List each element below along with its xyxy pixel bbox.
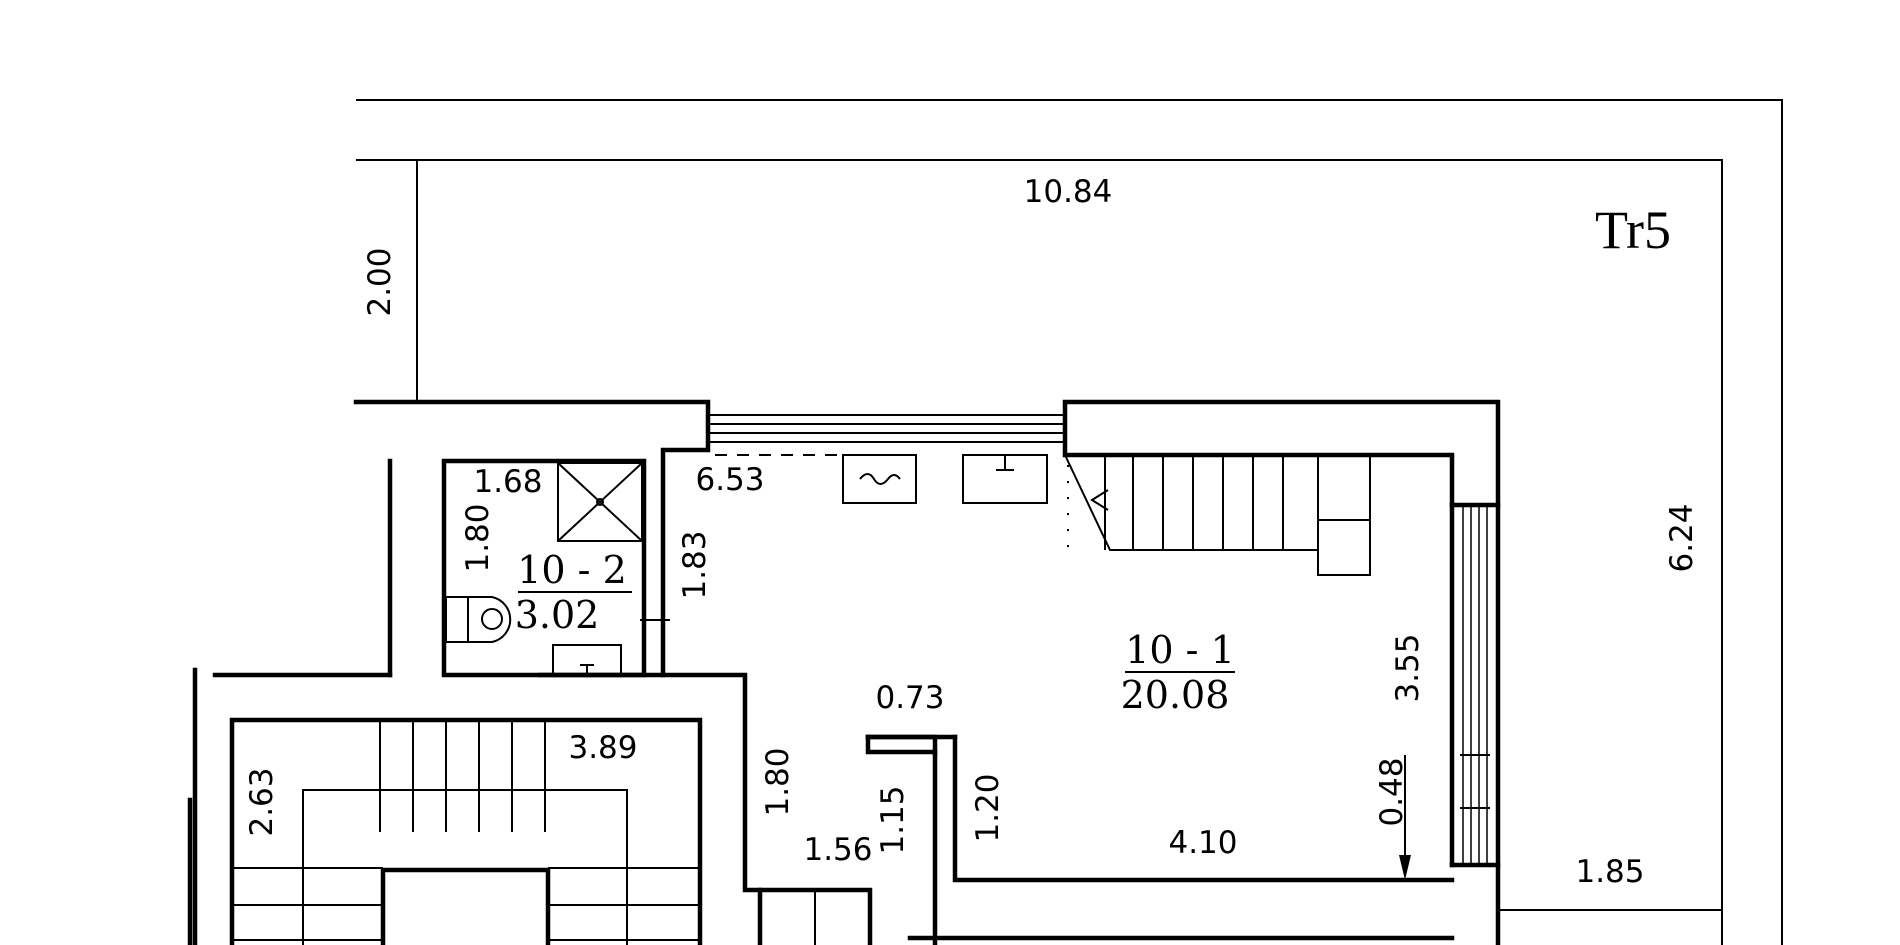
dim-corridor-length: 1.20 <box>970 773 1006 842</box>
dim-stair-height: 2.63 <box>244 767 280 836</box>
dim-top-width: 10.84 <box>1024 174 1113 210</box>
dim-right-depth: 6.24 <box>1664 503 1700 572</box>
dim-bath-height: 1.80 <box>460 503 496 572</box>
dim-main-room-width: 6.53 <box>695 462 764 498</box>
stove-icon <box>842 454 917 504</box>
level-arrow <box>1399 755 1411 880</box>
dim-bath-width: 1.68 <box>473 464 542 500</box>
dimension-labels: 10.84 2.00 6.24 1.85 6.53 1.83 3.55 4.10… <box>244 174 1700 890</box>
sink-icon <box>552 644 622 676</box>
east-wall <box>1449 502 1501 945</box>
dim-corridor-width: 0.73 <box>875 680 944 716</box>
dim-main-room-south: 4.10 <box>1168 825 1237 861</box>
dim-stair-width: 3.89 <box>568 730 637 766</box>
dim-main-room-east: 3.55 <box>1390 633 1426 702</box>
dim-main-room-height: 1.83 <box>677 530 713 599</box>
shower-tray-icon <box>557 462 643 542</box>
inner-partitions <box>187 458 1455 945</box>
room-number: 10 - 1 <box>1125 628 1235 672</box>
kitchen-sink-icon <box>962 454 1048 504</box>
main-stairwell <box>229 717 703 945</box>
dim-hall-height: 1.80 <box>760 747 796 816</box>
bathroom <box>441 458 670 678</box>
room-area: 20.08 <box>1121 673 1230 717</box>
dim-left-depth: 2.00 <box>362 247 398 316</box>
dim-step-offset: 0.48 <box>1374 757 1410 826</box>
room-number: 10 - 2 <box>517 548 627 592</box>
room-label-10-1: 10 - 1 20.08 <box>1121 628 1235 717</box>
dim-hall-width: 1.56 <box>803 832 872 868</box>
plan-tag: Tr5 <box>1595 200 1671 260</box>
terrace-outline <box>356 99 1783 945</box>
toilet-icon <box>445 596 512 643</box>
room-label-10-2: 10 - 2 3.02 <box>515 548 632 637</box>
room-area: 3.02 <box>515 593 600 637</box>
dim-bottom-right: 1.85 <box>1575 854 1644 890</box>
dim-hall-depth: 1.15 <box>875 785 911 854</box>
internal-staircase <box>1064 454 1371 576</box>
